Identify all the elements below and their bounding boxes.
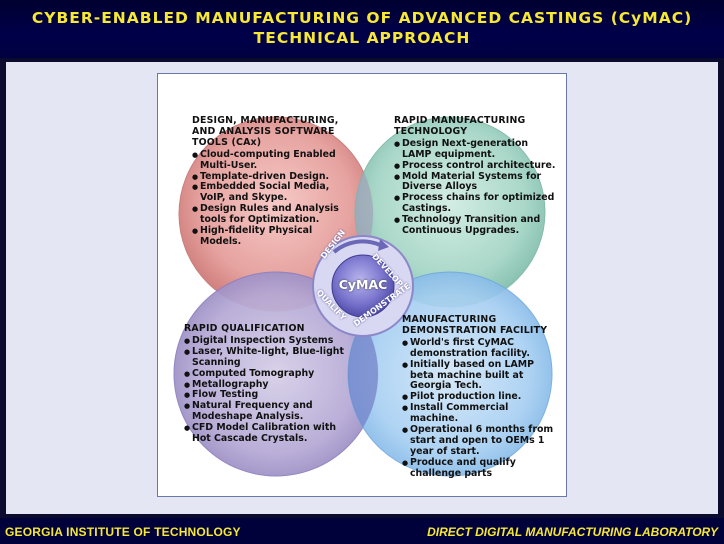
quadrant-design: DESIGN, MANUFACTURING, AND ANALYSIS SOFT…: [192, 115, 342, 248]
slide-footer: GEORGIA INSTITUTE OF TECHNOLOGY DIRECT D…: [0, 518, 724, 544]
list-item: Natural Frequency and Modeshape Analysis…: [184, 400, 349, 423]
list-item: Template-driven Design.: [192, 171, 342, 183]
quadrant-heading: RAPID MANUFACTURING TECHNOLOGY: [394, 115, 526, 137]
title-line-2: TECHNICAL APPROACH: [253, 29, 471, 47]
list-item: Embedded Social Media, VoIP, and Skype.: [192, 182, 342, 204]
bullet-list: Design Next-generation LAMP equipment. P…: [394, 138, 556, 237]
list-item: Design Rules and Analysis tools for Opti…: [192, 203, 342, 226]
cymac-hub-core: [331, 254, 395, 318]
quadrant-rapid-manufacturing: RAPID MANUFACTURING TECHNOLOGY Design Ne…: [394, 115, 556, 237]
list-item: Process control architecture.: [394, 160, 556, 172]
list-item: Computed Tomography: [184, 368, 349, 380]
cymac-venn-diagram: CyMAC DESIGN DEVELOP DEMONSTRATE QUALIFY…: [157, 73, 567, 497]
list-item: Pilot production line.: [402, 391, 558, 403]
list-item: Digital Inspection Systems: [184, 335, 349, 347]
list-item: Process chains for optimized Castings.: [394, 192, 556, 215]
list-item: Technology Transition and Continuous Upg…: [394, 214, 556, 237]
arrow-head-icon: [378, 239, 389, 251]
list-item: Initially based on LAMP beta machine bui…: [402, 359, 558, 393]
list-item: Mold Material Systems for Diverse Alloys: [394, 171, 556, 194]
quadrant-heading: MANUFACTURING DEMONSTRATION FACILITY: [402, 314, 548, 336]
quadrant-heading: DESIGN, MANUFACTURING, AND ANALYSIS SOFT…: [192, 115, 339, 148]
bullet-list: World's first CyMAC demonstration facili…: [402, 337, 558, 480]
list-item: Flow Testing: [184, 390, 349, 402]
list-item: High-fidelity Physical Models.: [192, 225, 342, 248]
footer-institution: GEORGIA INSTITUTE OF TECHNOLOGY: [5, 525, 241, 539]
hub-center-label: CyMAC: [338, 277, 388, 292]
list-item: Cloud-computing Enabled Multi-User.: [192, 149, 342, 172]
title-line-1: CYBER-ENABLED MANUFACTURING OF ADVANCED …: [31, 9, 693, 27]
bullet-list: Cloud-computing Enabled Multi-User. Temp…: [192, 149, 342, 248]
list-item: Design Next-generation LAMP equipment.: [394, 138, 556, 161]
list-item: Produce and qualify challenge parts: [402, 457, 558, 480]
list-item: Laser, White-light, Blue-light Scanning: [184, 346, 349, 369]
footer-lab: DIRECT DIGITAL MANUFACTURING LABORATORY: [427, 525, 718, 539]
bullet-list: Digital Inspection Systems Laser, White-…: [184, 335, 349, 445]
cycle-arrow-icon: [332, 239, 381, 254]
slide-title: CYBER-ENABLED MANUFACTURING OF ADVANCED …: [0, 0, 724, 58]
list-item: World's first CyMAC demonstration facili…: [402, 337, 558, 360]
list-item: CFD Model Calibration with Hot Cascade C…: [184, 422, 349, 445]
quadrant-rapid-qualification: RAPID QUALIFICATION Digital Inspection S…: [184, 323, 349, 445]
quadrant-demonstration-facility: MANUFACTURING DEMONSTRATION FACILITY Wor…: [402, 314, 558, 480]
list-item: Metallography: [184, 379, 349, 391]
quadrant-heading: RAPID QUALIFICATION: [184, 323, 305, 334]
list-item: Install Commercial machine.: [402, 402, 558, 425]
list-item: Operational 6 months from start and open…: [402, 424, 558, 458]
